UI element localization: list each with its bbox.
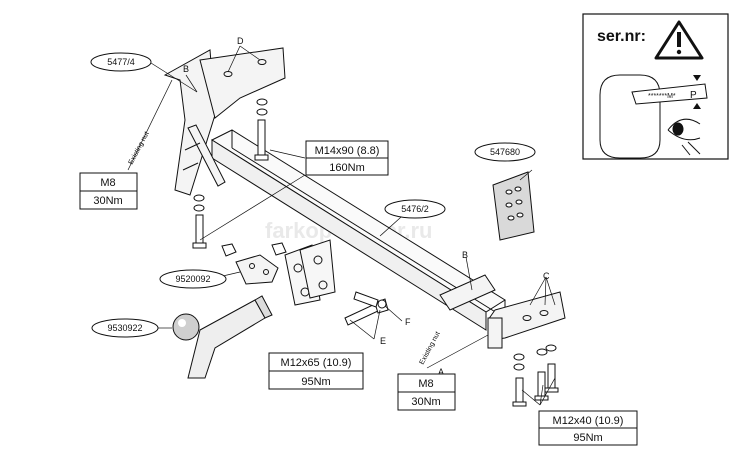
arrow-down-icon	[693, 75, 701, 81]
nuts-center	[221, 242, 287, 257]
bolt-size: M8	[100, 177, 115, 189]
existing-nut-label-left: Existing nut	[128, 131, 151, 166]
part-callout-547680: 547680	[474, 142, 536, 162]
torque-value: 95Nm	[573, 432, 602, 444]
torque-value: 30Nm	[411, 396, 440, 408]
part-callout-5477: 5477/4	[90, 52, 152, 72]
spec-box-m14: M14x90 (8.8) 160Nm	[305, 140, 389, 176]
bolts-right-bracket	[512, 344, 559, 407]
warning-icon	[654, 20, 704, 60]
part-callout-9520092: 9520092	[159, 269, 227, 289]
part-number: 9530922	[107, 323, 142, 333]
letter-c: C	[543, 271, 550, 281]
eye-icon	[667, 118, 701, 156]
bolt-size: M14x90 (8.8)	[315, 145, 380, 157]
bolt-size: M8	[418, 378, 433, 390]
serial-plate	[631, 83, 708, 105]
letter-a-right: A	[438, 367, 444, 377]
left-side-bracket	[163, 47, 286, 196]
bolts-left-bracket	[192, 98, 269, 249]
sernr-letter: P	[690, 90, 697, 101]
torque-value: 95Nm	[301, 376, 330, 388]
towball-neck	[172, 295, 273, 379]
bolts-e-f	[344, 291, 389, 326]
letter-b-right: B	[462, 250, 468, 260]
serial-number-panel: ser.nr: *******M* P	[582, 13, 729, 160]
sernr-title: ser.nr:	[597, 28, 646, 45]
bolt-size: M12x65 (10.9)	[281, 357, 352, 369]
bolt-size: M12x40 (10.9)	[553, 415, 624, 427]
existing-nut-label-right: Existing nut	[419, 331, 442, 366]
torque-value: 160Nm	[329, 162, 364, 174]
sernr-code: *******M*	[648, 93, 676, 100]
letter-f: F	[405, 317, 411, 327]
main-crossbeam	[210, 129, 506, 331]
torque-value: 30Nm	[93, 195, 122, 207]
bolt-hole	[257, 59, 267, 65]
part-number: 5477/4	[107, 57, 135, 67]
spec-box-m12x65: M12x65 (10.9) 95Nm	[268, 352, 364, 390]
leader-lines	[127, 45, 556, 406]
part-number: 5476/2	[401, 204, 429, 214]
towbar-neck-outline	[599, 74, 661, 159]
part-number: 547680	[490, 147, 520, 157]
bolt-hole	[539, 310, 549, 316]
part-callout-5476: 5476/2	[384, 199, 446, 219]
spec-box-m8-right: M8 30Nm	[397, 373, 456, 411]
mount-plate-right	[299, 239, 336, 299]
letter-b-left: B	[183, 64, 189, 74]
socket-plate	[235, 254, 279, 285]
bolt-hole	[522, 315, 532, 321]
reinforcement-plate	[492, 171, 535, 241]
letter-e: E	[380, 336, 386, 346]
letter-d: D	[237, 36, 244, 46]
spec-box-m8-left: M8 30Nm	[79, 172, 138, 210]
part-callout-9530922: 9530922	[91, 318, 159, 338]
spec-box-m12x40: M12x40 (10.9) 95Nm	[538, 410, 638, 446]
part-number: 9520092	[175, 274, 210, 284]
arrow-up-icon	[693, 103, 701, 109]
